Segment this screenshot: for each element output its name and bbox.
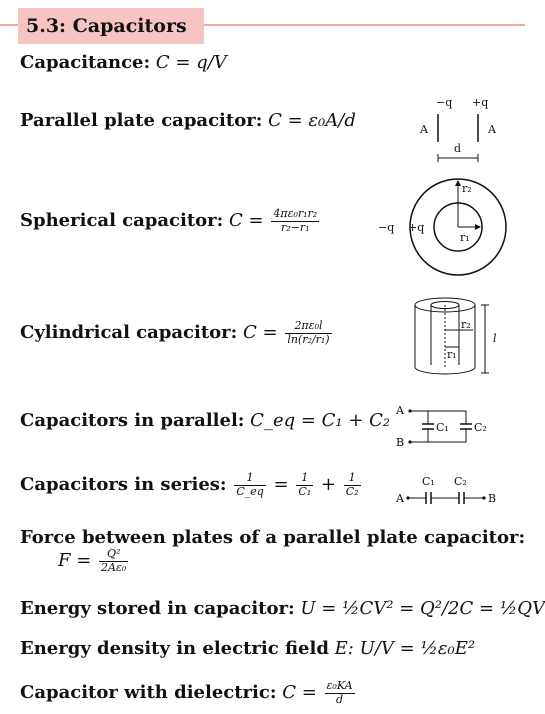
force-numerator: Q²: [99, 547, 129, 562]
dielectric-numerator: ε₀KA: [324, 679, 355, 694]
force-denominator: 2Aε₀: [101, 560, 127, 574]
energy-density-row: Energy density in electric field E: U/V …: [20, 638, 475, 659]
spherical-row: Spherical capacitor: C = 4πε₀r₁r₂ r₂−r₁: [20, 207, 321, 234]
series-eq-denominator: C_eq: [236, 484, 264, 498]
parallel-node-a: A: [395, 404, 405, 417]
cyl-r2: r₂: [461, 318, 471, 331]
energy-stored-label: Energy stored in capacitor:: [20, 598, 295, 619]
spherical-lhs: C =: [229, 210, 264, 232]
dielectric-denominator: d: [336, 692, 344, 706]
sphere-plus-q: +q: [408, 221, 424, 234]
spherical-denominator: r₂−r₁: [281, 220, 310, 234]
parallel-node-b: B: [396, 436, 404, 449]
capacitance-formula: C = q/V: [155, 52, 227, 73]
energy-stored-row: Energy stored in capacitor: U = ½CV² = Q…: [20, 598, 545, 619]
series-fraction-c2: 1 C₂: [343, 471, 361, 498]
plate-minus-q: −q: [436, 96, 452, 109]
cylindrical-fraction: 2πε₀l ln(r₂/r₁): [285, 319, 332, 346]
capacitance-row: Capacitance: C = q/V: [20, 52, 227, 73]
spherical-numerator: 4πε₀r₁r₂: [271, 207, 320, 222]
series-node-a: A: [395, 492, 405, 505]
spherical-diagram: r₂ r₁ −q +q: [378, 178, 507, 276]
energy-stored-formula: U = ½CV² = Q²/2C = ½QV: [300, 598, 545, 619]
series-eq-numerator: 1: [234, 471, 266, 486]
sphere-r1: r₁: [460, 231, 470, 244]
parallel-label: Capacitors in parallel:: [20, 410, 245, 431]
force-row: Force between plates of a parallel plate…: [20, 527, 525, 548]
cylindrical-numerator: 2πε₀l: [285, 319, 332, 334]
series-c2: C₂: [454, 475, 467, 488]
energy-density-var: E:: [334, 638, 354, 659]
series-fraction-eq: 1 C_eq: [234, 471, 266, 498]
series-label: Capacitors in series:: [20, 474, 227, 496]
series-fraction-c1: 1 C₁: [296, 471, 314, 498]
parallel-plate-formula: C = ε₀A/d: [268, 110, 356, 131]
parallel-c1: C₁: [436, 421, 449, 434]
series-node-b: B: [488, 492, 496, 505]
parallel-circuit-diagram: A B C₁ C₂: [395, 404, 487, 449]
dielectric-lhs: C =: [282, 682, 317, 704]
plate-plus-q: +q: [472, 96, 488, 109]
series-c1-denominator: C₁: [298, 484, 312, 498]
sphere-minus-q: −q: [378, 221, 394, 234]
force-formula-row: F = Q² 2Aε₀: [58, 547, 130, 574]
plate-a-left: A: [419, 123, 429, 136]
spherical-label: Spherical capacitor:: [20, 210, 224, 232]
outer-cylinder-bottom: [414, 366, 476, 375]
cylindrical-denominator: ln(r₂/r₁): [287, 332, 330, 346]
series-circuit-diagram: C₁ C₂ A B: [395, 475, 496, 505]
capacitance-label: Capacitance:: [20, 52, 151, 73]
force-fraction: Q² 2Aε₀: [99, 547, 129, 574]
sphere-r2: r₂: [462, 182, 472, 195]
spherical-fraction: 4πε₀r₁r₂ r₂−r₁: [271, 207, 320, 234]
header-rule: [0, 24, 525, 26]
parallel-row: Capacitors in parallel: C_eq = C₁ + C₂: [20, 410, 390, 431]
plate-gap-d: d: [454, 142, 461, 155]
cylindrical-row: Cylindrical capacitor: C = 2πε₀l ln(r₂/r…: [20, 319, 334, 346]
cylindrical-diagram: r₂ r₁ l: [414, 297, 497, 375]
dielectric-label: Capacitor with dielectric:: [20, 682, 277, 704]
parallel-formula: C_eq = C₁ + C₂: [250, 410, 391, 431]
parallel-c2: C₂: [474, 421, 487, 434]
series-c2-numerator: 1: [343, 471, 361, 486]
cylindrical-lhs: C =: [243, 322, 278, 344]
energy-density-label: Energy density in electric field: [20, 638, 329, 659]
cylindrical-label: Cylindrical capacitor:: [20, 322, 238, 344]
force-label: Force between plates of a parallel plate…: [20, 527, 526, 548]
section-title: 5.3: Capacitors: [18, 8, 204, 44]
dielectric-fraction: ε₀KA d: [324, 679, 355, 706]
series-c1: C₁: [422, 475, 435, 488]
parallel-plate-diagram: −q +q A A d: [419, 96, 497, 162]
plate-a-right: A: [487, 123, 497, 136]
series-c2-denominator: C₂: [345, 484, 359, 498]
series-c1-numerator: 1: [296, 471, 314, 486]
dielectric-row: Capacitor with dielectric: C = ε₀KA d: [20, 679, 357, 706]
parallel-plate-row: Parallel plate capacitor: C = ε₀A/d: [20, 110, 356, 131]
parallel-plate-label: Parallel plate capacitor:: [20, 110, 263, 131]
cyl-length: l: [493, 332, 497, 345]
force-lhs: F =: [58, 550, 92, 572]
series-row: Capacitors in series: 1 C_eq = 1 C₁ + 1 …: [20, 471, 361, 498]
cyl-r1: r₁: [447, 348, 457, 361]
energy-density-formula: U/V = ½ε₀E²: [359, 638, 476, 659]
